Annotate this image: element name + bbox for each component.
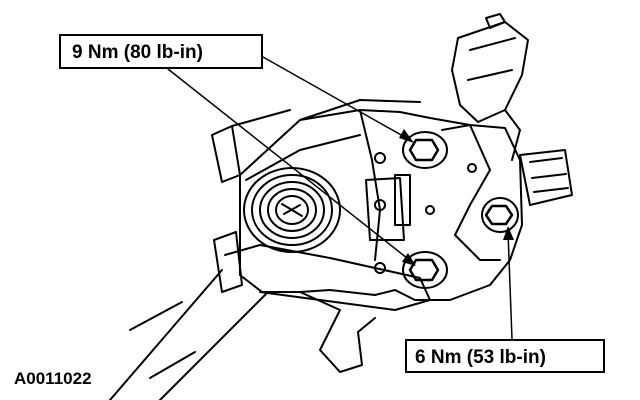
arrowheads — [399, 129, 514, 266]
drive-motor — [451, 13, 529, 161]
mechanism-housing — [239, 99, 523, 301]
electrical-connector — [519, 149, 573, 206]
mounting-holes — [374, 152, 477, 274]
upper-torque-callout: 9 Nm (80 lb-in) — [59, 34, 263, 69]
right-nut-icon — [481, 197, 519, 233]
figure-id: A0011022 — [14, 369, 92, 388]
left-bracket — [211, 109, 291, 293]
lower-torque-callout: 6 Nm (53 lb-in) — [405, 339, 605, 373]
clock-spring — [243, 167, 341, 253]
leader-lines — [167, 56, 513, 340]
upper-nut-icon — [402, 131, 448, 169]
support-tube — [109, 269, 269, 400]
pivot-arm — [224, 244, 431, 373]
lower-nut-icon — [402, 251, 448, 289]
